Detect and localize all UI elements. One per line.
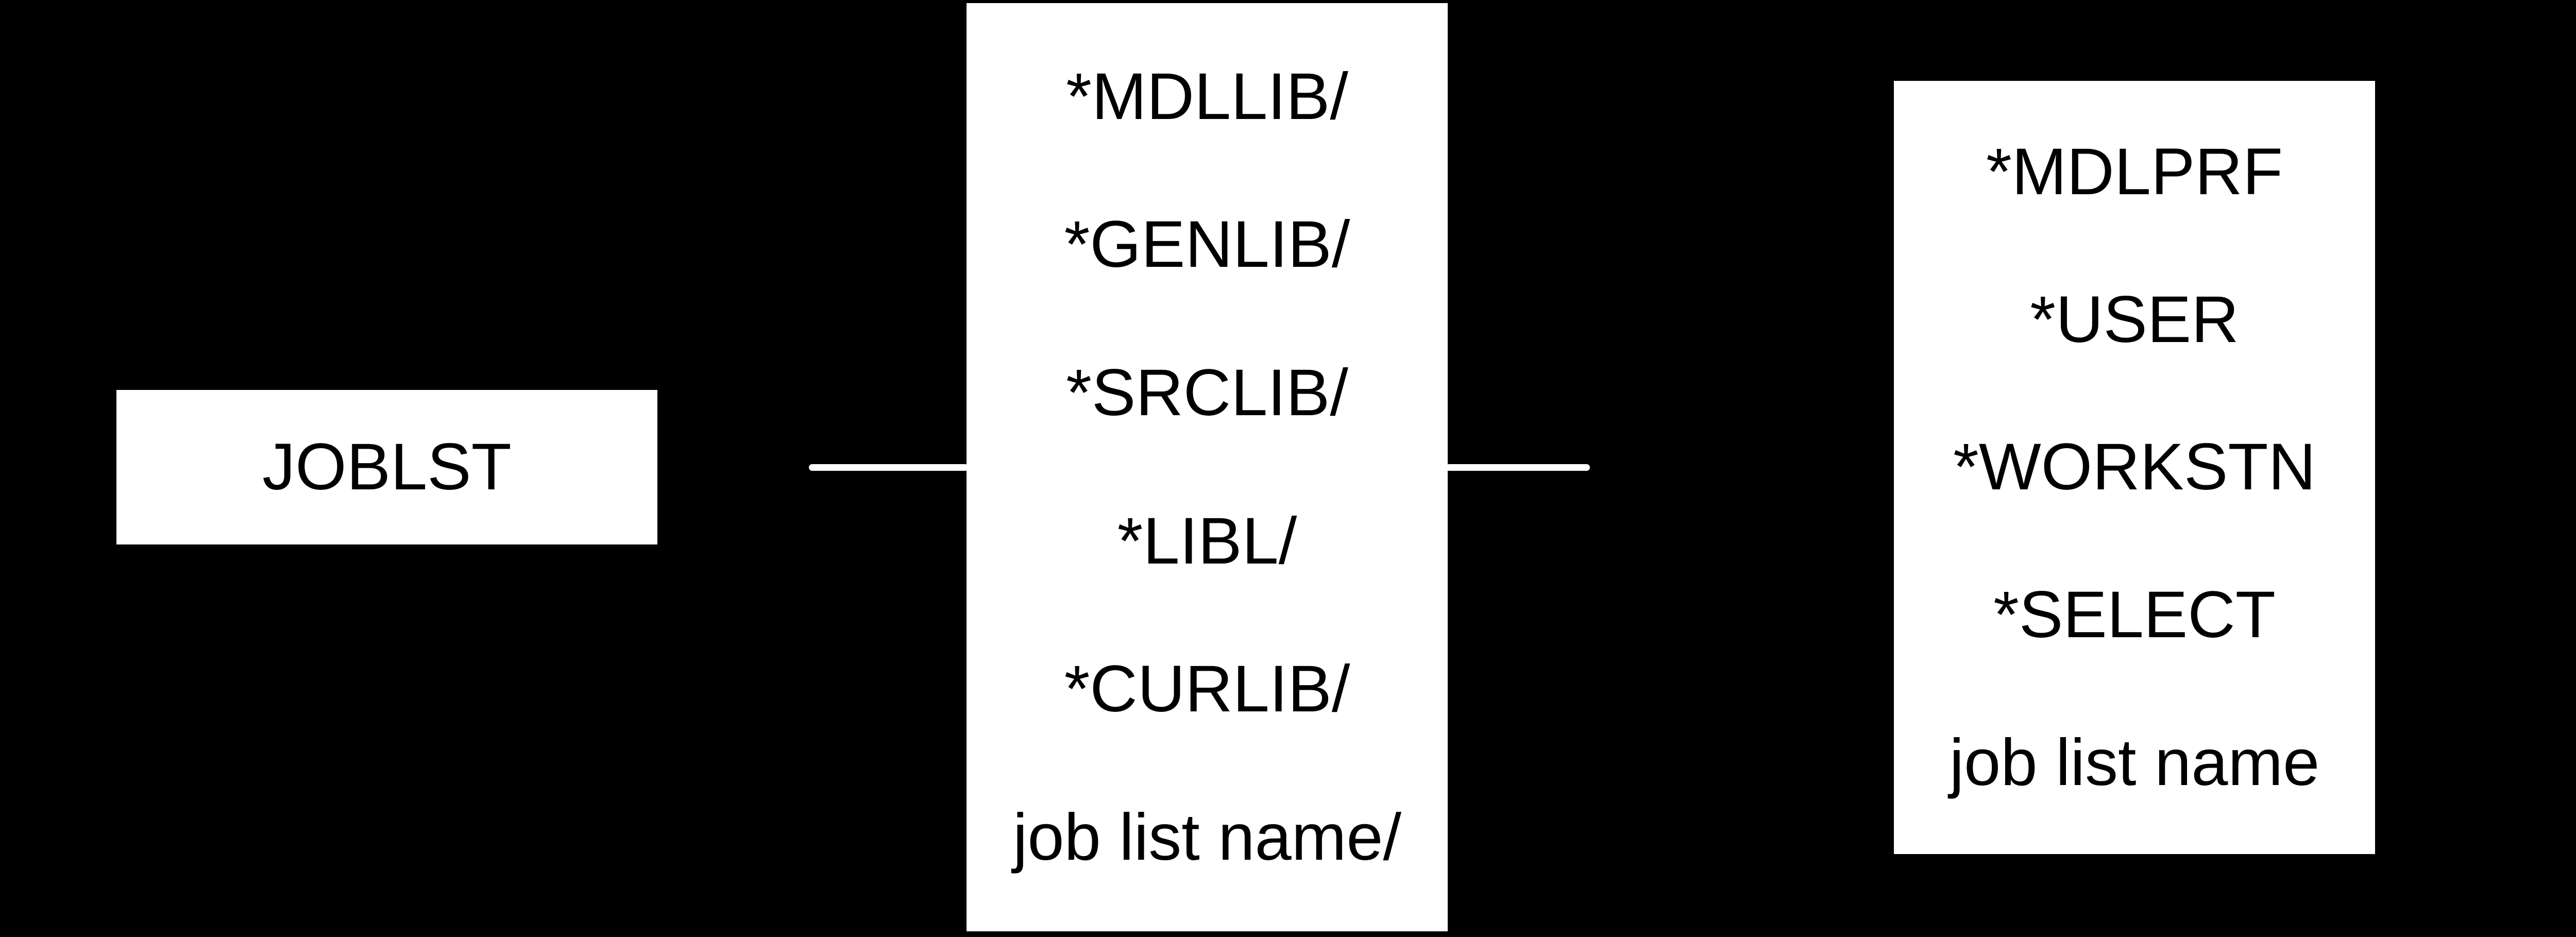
joblist-option-job-list-name: job list name xyxy=(1949,725,2320,799)
library-option-mdllib: *MDLLIB/ xyxy=(1066,59,1348,133)
library-option-libl: *LIBL/ xyxy=(1117,504,1297,578)
connector-library-to-joblist xyxy=(1446,464,1590,471)
joblist-option-user: *USER xyxy=(2030,282,2239,356)
library-qualifier-box: *MDLLIB/ *GENLIB/ *SRCLIB/ *LIBL/ *CURLI… xyxy=(967,3,1448,931)
library-option-curlib: *CURLIB/ xyxy=(1064,652,1350,726)
connector-keyword-to-library xyxy=(809,464,969,471)
keyword-box-joblst: JOBLST xyxy=(116,390,657,544)
joblist-option-select: *SELECT xyxy=(1993,578,2276,652)
keyword-box-label: JOBLST xyxy=(262,430,512,504)
joblist-option-mdlprf: *MDLPRF xyxy=(1986,135,2283,209)
joblist-option-workstn: *WORKSTN xyxy=(1953,430,2316,504)
job-list-value-box: *MDLPRF *USER *WORKSTN *SELECT job list … xyxy=(1894,81,2375,854)
library-option-srclib: *SRCLIB/ xyxy=(1066,356,1348,430)
library-option-job-list-name: job list name/ xyxy=(1012,800,1402,875)
library-option-genlib: *GENLIB/ xyxy=(1064,208,1350,282)
